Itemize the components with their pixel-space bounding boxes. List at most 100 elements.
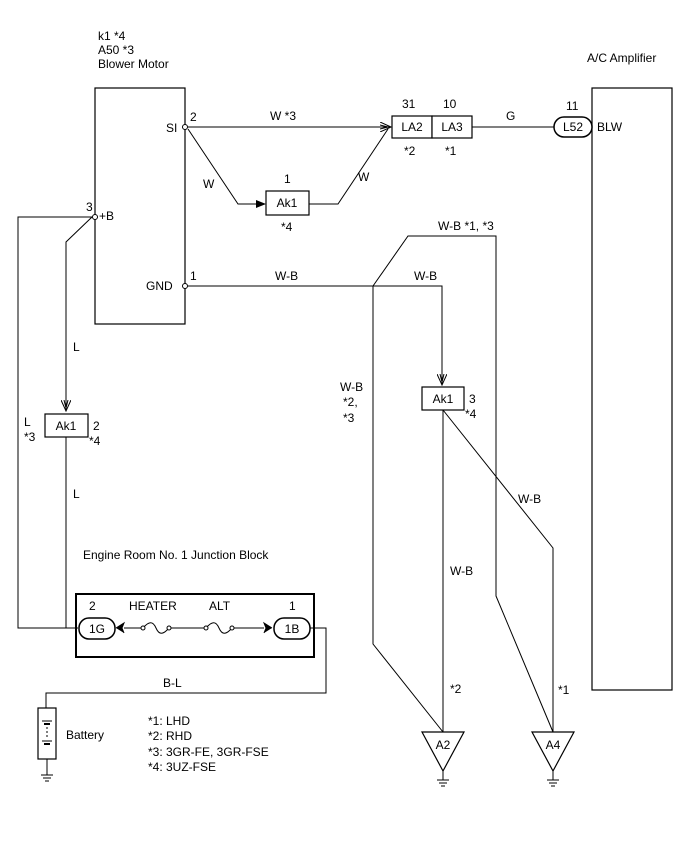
wire-l-side-label: L [24, 415, 31, 429]
wire-a4-note: *1 [558, 683, 570, 697]
legend-item: *2: RHD [148, 729, 192, 743]
pin-gnd-number: 1 [190, 269, 197, 283]
heater-fuse-end-b [166, 625, 172, 631]
wire-l-top-label: L [73, 340, 80, 354]
blower-motor: k1 *4 A50 *3 Blower Motor 2 SI 3 +B 1 GN… [86, 29, 197, 325]
ak1-left-label: Ak1 [56, 419, 77, 433]
connector-la: 31 10 LA2 LA3 *2 *1 [391, 97, 473, 158]
junction-block: Engine Room No. 1 Junction Block 2 1 HEA… [75, 548, 315, 658]
pin-si-label: SI [166, 121, 177, 135]
amplifier-pin-number: 11 [566, 99, 579, 113]
power-wires: L L *3 L [17, 216, 93, 629]
wire-wb-top-label: W-B *1, *3 [438, 219, 494, 233]
heater-fuse-label: HEATER [129, 599, 177, 613]
ak1-top-label: Ak1 [277, 196, 298, 210]
heater-fuse-icon [142, 622, 170, 634]
alt-fuse-end-b [229, 625, 235, 631]
ground-wires: W-B W-B W-B *1, *3 W-B *2, *3 W-B W-B *2… [188, 219, 570, 733]
wire-l-side [17, 216, 92, 629]
blower-title: Blower Motor [98, 57, 169, 71]
la3-label: LA3 [441, 120, 463, 134]
junction-block-title: Engine Room No. 1 Junction Block [83, 548, 269, 562]
wire-wb-top [372, 235, 554, 733]
la2-pin: 31 [402, 97, 416, 111]
ak1-top-note: *4 [281, 220, 293, 234]
ak1-top-pin: 1 [284, 172, 291, 186]
ak1-left-pin: 2 [93, 419, 100, 433]
ak1-mid-label: Ak1 [433, 392, 454, 406]
legend: *1: LHD *2: RHD *3: 3GR-FE, 3GR-FSE *4: … [148, 714, 269, 774]
wire-wb-down-label: W-B [450, 564, 473, 578]
wire-w-label-b: W [358, 170, 370, 184]
ground-a4-triangle [530, 731, 576, 773]
junction-block-box [75, 593, 315, 658]
wire-wb-left-note-b: *3 [343, 411, 355, 425]
wire-l-bottom-label: L [73, 487, 80, 501]
wire-wb-gnd [188, 285, 442, 385]
pin-b-terminal [92, 214, 98, 220]
pin-b-label: +B [99, 209, 114, 223]
la2-label: LA2 [401, 120, 423, 134]
battery-ground-icon [41, 774, 53, 782]
pin-gnd-terminal [182, 283, 188, 289]
wire-a2-note: *2 [450, 682, 462, 696]
ak1-left-box [44, 413, 89, 438]
signal-wires: W *3 G W W [187, 109, 554, 208]
battery-box [37, 707, 57, 760]
connector-1b-label: 1B [285, 622, 300, 636]
ac-amplifier: A/C Amplifier 11 L52 BLW [553, 51, 673, 691]
ak1-mid-pin: 3 [469, 392, 476, 406]
wire-wb-left-note-a: *2, [343, 395, 358, 409]
wire-bl [45, 627, 327, 708]
la3-pin: 10 [443, 97, 457, 111]
wire-wb-left-label: W-B [340, 380, 363, 394]
alt-fuse-end-a [203, 625, 209, 631]
arrow-right-icon [262, 621, 273, 634]
alt-fuse-label: ALT [209, 599, 231, 613]
pin-1b-number: 1 [289, 599, 296, 613]
arrow-left-icon [115, 621, 126, 634]
ak1-top-box [265, 190, 310, 216]
wire-l-top [66, 216, 93, 411]
wire-w3-label: W *3 [270, 109, 296, 123]
wire-wb-right-label: W-B [518, 492, 541, 506]
wire-wb-mid-label: W-B [414, 269, 437, 283]
la3-note: *1 [445, 144, 457, 158]
pin-b-number: 3 [86, 200, 93, 214]
ak1-left-note: *4 [89, 434, 101, 448]
connector-ak1-top: 1 Ak1 *4 [265, 172, 310, 234]
ground-point-a4: A4 [530, 731, 576, 787]
wire-w-label-a: W [203, 177, 215, 191]
blower-code-k1: k1 *4 [98, 29, 126, 43]
amplifier-box [591, 87, 673, 691]
wire-wb-gnd-label: W-B [275, 269, 298, 283]
blower-code-a50: A50 *3 [98, 43, 134, 57]
legend-item: *4: 3UZ-FSE [148, 760, 216, 774]
pin-si-number: 2 [190, 110, 197, 124]
connector-1g-label: 1G [89, 622, 105, 636]
pin-gnd-label: GND [146, 279, 173, 293]
wire-wb-left [372, 286, 444, 733]
wire-wb-right [442, 409, 554, 732]
connector-1g [78, 617, 116, 640]
blw-terminal-label: BLW [597, 120, 623, 134]
wire-l-side-note: *3 [24, 430, 36, 444]
pin-1g-number: 2 [89, 599, 96, 613]
connector-ak1-left: Ak1 2 *4 [44, 413, 101, 448]
battery-label: Battery [66, 728, 104, 742]
ground-a2-label: A2 [436, 738, 451, 752]
heater-fuse-end-a [140, 625, 146, 631]
la2-note: *2 [404, 144, 416, 158]
ground-point-a2: A2 [420, 731, 466, 787]
amplifier-title: A/C Amplifier [587, 51, 656, 65]
ground-a2-icon [437, 779, 449, 787]
blower-motor-box [94, 87, 186, 325]
wire-w-from-ak1 [309, 128, 389, 205]
ak1-mid-note: *4 [465, 407, 477, 421]
battery-circuit: B-L Battery [37, 627, 327, 782]
legend-item: *1: LHD [148, 714, 190, 728]
ak1-mid-box [421, 386, 465, 411]
legend-item: *3: 3GR-FE, 3GR-FSE [148, 745, 269, 759]
wire-l-bottom [65, 437, 78, 629]
